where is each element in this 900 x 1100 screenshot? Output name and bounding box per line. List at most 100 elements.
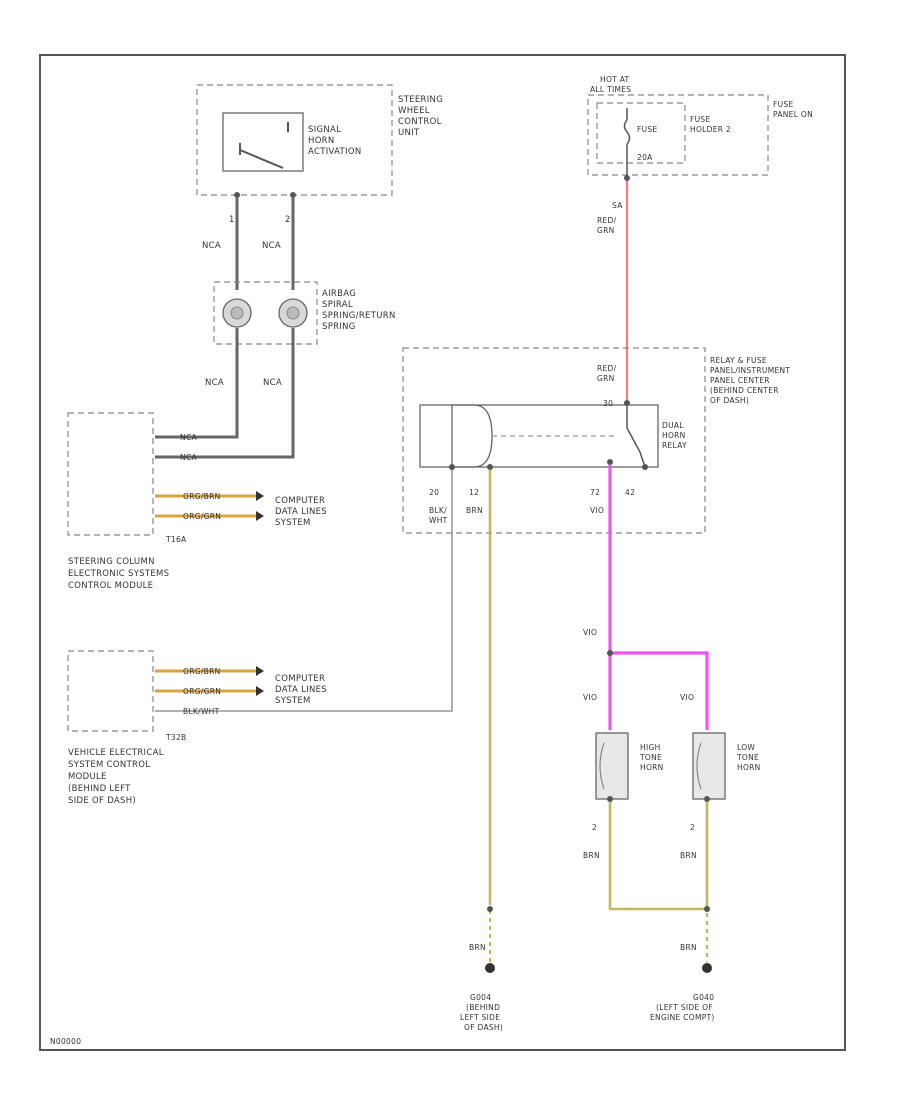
diagram-frame bbox=[39, 54, 846, 1051]
footer-code: N00000 bbox=[50, 1037, 81, 1046]
fuse-holder-box bbox=[596, 102, 686, 164]
nca-conn-2-label: NCA bbox=[180, 453, 197, 462]
relay-coil bbox=[451, 404, 493, 468]
data-line-arrow-3 bbox=[256, 666, 264, 676]
relay-input-pin bbox=[624, 400, 630, 406]
nca-1-label: NCA bbox=[202, 241, 221, 251]
vio-splice bbox=[607, 650, 613, 656]
brn-relay-label: BRN bbox=[466, 506, 483, 515]
fuse-pin-label: SA bbox=[612, 201, 623, 210]
connector-t16a: T16A bbox=[165, 535, 187, 544]
vio-low-label: VIO bbox=[680, 693, 694, 702]
swu-pin-1 bbox=[234, 192, 240, 198]
data-line-arrow-1 bbox=[256, 491, 264, 501]
connector-t32b: T32B bbox=[165, 733, 186, 742]
horn-switch-box bbox=[222, 112, 304, 172]
data-line-arrow-2 bbox=[256, 511, 264, 521]
relay-fuse-panel-box bbox=[402, 347, 706, 534]
orgbrn-3-label: ORG/BRN bbox=[183, 667, 221, 676]
relay-pin-20-label: 20 bbox=[429, 488, 439, 497]
airbag-spring-box bbox=[213, 281, 318, 345]
blk-wht-label: BLK/WHT bbox=[429, 506, 448, 525]
fuse-panel-box bbox=[587, 94, 769, 176]
fuse-label: FUSE bbox=[637, 125, 658, 134]
brn-high-label: BRN bbox=[583, 851, 600, 860]
nca-2-label: NCA bbox=[262, 241, 281, 251]
wire-blk-wht bbox=[155, 468, 453, 712]
spiral-spring-core-2 bbox=[286, 306, 300, 320]
horn-switch-contact bbox=[239, 149, 284, 169]
nca-4-label: NCA bbox=[263, 378, 282, 388]
wire-nca-3 bbox=[155, 328, 239, 439]
blk-conn-label: BLK/WHT bbox=[183, 707, 220, 716]
swu-pin-2-label: 2 bbox=[285, 215, 291, 225]
high-horn-pin-2 bbox=[607, 796, 613, 802]
relay-pin-72 bbox=[607, 459, 613, 465]
low-2-label: 2 bbox=[690, 823, 695, 832]
orgbrn-4-label: ORG/GRN bbox=[183, 687, 221, 696]
ground-right-connector bbox=[704, 906, 710, 912]
ground-left-icon bbox=[485, 963, 495, 973]
relay-in-label: 30 bbox=[603, 399, 613, 408]
steering-column-module-box bbox=[67, 412, 154, 536]
wire-vio-low bbox=[610, 651, 709, 730]
red-grn-1-label: RED/GRN bbox=[597, 216, 617, 235]
brn-gnd-right-label: BRN bbox=[680, 943, 697, 952]
orgbrn-1-label: ORG/BRN bbox=[183, 492, 221, 501]
fuse-rating: 20A bbox=[637, 153, 653, 162]
swu-pin-1-label: 1 bbox=[229, 215, 235, 225]
fuse-element bbox=[623, 119, 631, 145]
fuse-output-pin bbox=[624, 175, 630, 181]
spiral-spring-core-1 bbox=[230, 306, 244, 320]
data-line-arrow-4 bbox=[256, 686, 264, 696]
vio-high-label: VIO bbox=[583, 693, 597, 702]
relay-pin-12-label: 12 bbox=[469, 488, 479, 497]
low-tone-horn-icon bbox=[692, 732, 726, 800]
brn-low-label: BRN bbox=[680, 851, 697, 860]
nca-conn-1-label: NCA bbox=[180, 433, 197, 442]
ground-right-icon bbox=[702, 963, 712, 973]
relay-pin-20 bbox=[449, 464, 455, 470]
wire-brn-high bbox=[608, 802, 707, 911]
relay-pin-12 bbox=[487, 464, 493, 470]
vio-split-label: VIO bbox=[583, 628, 597, 637]
low-horn-pin-2 bbox=[704, 796, 710, 802]
nca-3-label: NCA bbox=[205, 378, 224, 388]
wire-nca-4 bbox=[155, 328, 295, 459]
high-horn-bell bbox=[599, 742, 605, 790]
dual-horn-relay-box bbox=[419, 404, 659, 468]
low-horn-bell bbox=[696, 742, 702, 790]
relay-pin-42 bbox=[642, 464, 648, 470]
relay-pin-42-label: 42 bbox=[625, 488, 635, 497]
relay-pin-72-label: 72 bbox=[590, 488, 600, 497]
red-grn-2-label: RED/GRN bbox=[597, 364, 617, 383]
high-2-label: 2 bbox=[592, 823, 597, 832]
high-tone-horn-icon bbox=[595, 732, 629, 800]
ground-left-connector bbox=[487, 906, 493, 912]
relay-switch-contact bbox=[626, 427, 641, 453]
vio-relay-label: VIO bbox=[590, 506, 604, 515]
vehicle-electrical-module-box bbox=[67, 650, 154, 732]
steering-wheel-unit-box bbox=[196, 84, 393, 196]
swu-pin-2 bbox=[290, 192, 296, 198]
brn-gnd-left-label: BRN bbox=[469, 943, 486, 952]
orgbrn-2-label: ORG/GRN bbox=[183, 512, 221, 521]
